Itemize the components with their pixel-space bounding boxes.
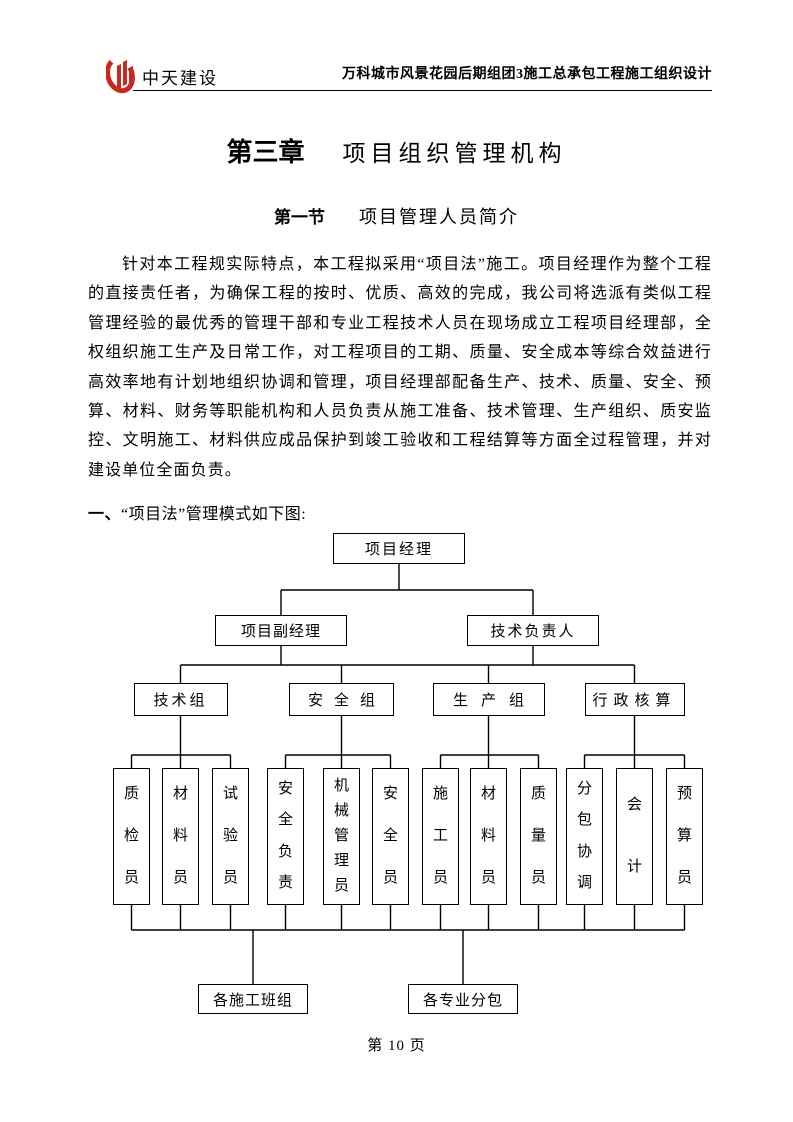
org-node-specialist-subcontractors: 各专业分包 [408, 984, 518, 1014]
body-paragraph: 针对本工程规实际特点，本工程拟采用“项目法”施工。项目经理作为整个工程的直接责任… [88, 256, 712, 479]
org-node-subcontract-coordinator: 分包协调 [566, 768, 603, 905]
org-node-construction-clerk: 施工员 [422, 768, 459, 905]
org-node-quality-officer: 质量员 [520, 768, 557, 905]
chapter-title: 项目组织管理机构 [342, 141, 567, 166]
org-node-group-production: 生产组 [432, 683, 545, 716]
org-node-group-technical: 技术组 [133, 683, 228, 716]
org-node-safety-lead: 安全负责 [267, 768, 304, 905]
org-node-budget-officer: 预算员 [666, 768, 703, 905]
section-heading: 第一节 项目管理人员简介 [0, 203, 793, 229]
org-node-technical-lead: 技术负责人 [467, 615, 599, 646]
figure-lead-text: “项目法”管理模式如下图: [121, 506, 307, 523]
org-node-deputy-manager: 项目副经理 [215, 615, 347, 646]
org-node-accountant: 会计 [616, 768, 653, 905]
chapter-number: 第三章 [226, 137, 305, 167]
company-name: 中天建设 [142, 69, 218, 88]
header-rule [133, 90, 712, 91]
figure-lead: 一、“项目法”管理模式如下图: [88, 500, 306, 524]
org-node-quality-inspector: 质检员 [113, 768, 150, 905]
org-node-safety-officer: 安全员 [372, 768, 409, 905]
org-node-machinery-manager: 机械管理员 [323, 768, 360, 905]
org-node-test-clerk: 试验员 [212, 768, 249, 905]
section-number: 第一节 [274, 208, 325, 227]
org-node-project-manager: 项目经理 [333, 533, 465, 564]
org-node-group-safety: 安全组 [289, 683, 394, 716]
org-node-material-clerk-2: 材料员 [470, 768, 507, 905]
chapter-heading: 第三章 项目组织管理机构 [0, 132, 793, 169]
header-doc-title: 万科城市风景花园后期组团3施工总承包工程施工组织设计 [342, 67, 712, 82]
org-node-material-clerk-1: 材料员 [162, 768, 199, 905]
section-title: 项目管理人员简介 [359, 207, 519, 227]
zhongtian-logo-icon [106, 56, 135, 94]
figure-lead-number: 一、 [88, 506, 122, 523]
page-number: 第 10 页 [367, 1038, 426, 1054]
org-node-construction-crews: 各施工班组 [198, 984, 308, 1014]
org-node-group-admin-accounting: 行政核算 [584, 683, 685, 716]
